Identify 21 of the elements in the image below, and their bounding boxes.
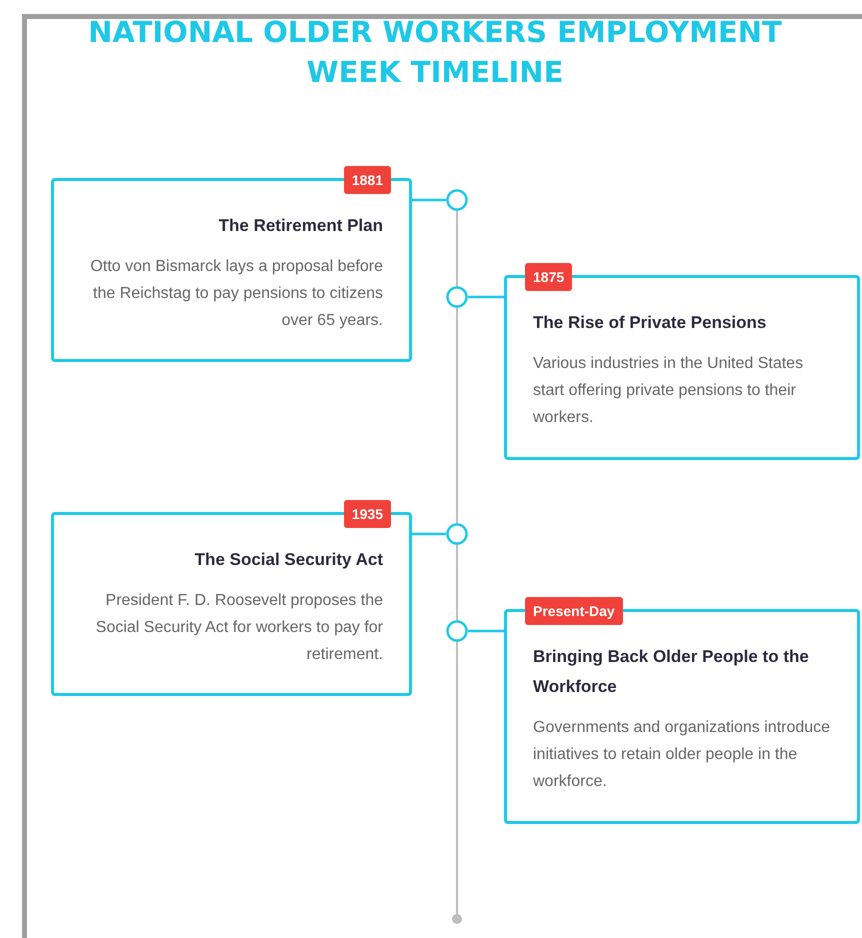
year-badge: Present-Day <box>525 597 623 625</box>
timeline-marker <box>446 189 468 211</box>
event-description: President F. D. Roosevelt proposes the Social Security Act for workers to pay for retirement. <box>94 591 383 665</box>
year-badge: 1881 <box>344 166 391 194</box>
event-heading: The Rise of Private Pensions <box>533 312 768 334</box>
event-description: Governments and organizations introduce initiatives to retain older people in the workforce. <box>533 718 832 792</box>
event-heading: Bringing Back Older People to the Workforce <box>533 646 810 698</box>
event-heading: The Social Security Act <box>194 549 383 571</box>
connector-line <box>412 532 446 536</box>
event-heading: The Retirement Plan <box>218 215 383 237</box>
year-badge: 1875 <box>525 263 572 291</box>
timeline-marker <box>446 620 468 642</box>
title: NATIONAL OLDER WORKERS EMPLOYMENT WEEK TIMELINE <box>87 14 783 91</box>
connector-line <box>468 630 504 632</box>
year-badge: 1935 <box>344 500 391 528</box>
connector-line <box>412 198 446 202</box>
timeline-marker <box>446 286 468 308</box>
connector-line <box>468 296 504 298</box>
event-description: Various industries in the United States start offering private pensions to their workers. <box>533 354 804 428</box>
event-description: Otto von Bismarck lays a proposal before the Reichstag to pay pensions to citizens over 65 years. <box>89 257 383 331</box>
timeline-marker <box>446 523 468 545</box>
